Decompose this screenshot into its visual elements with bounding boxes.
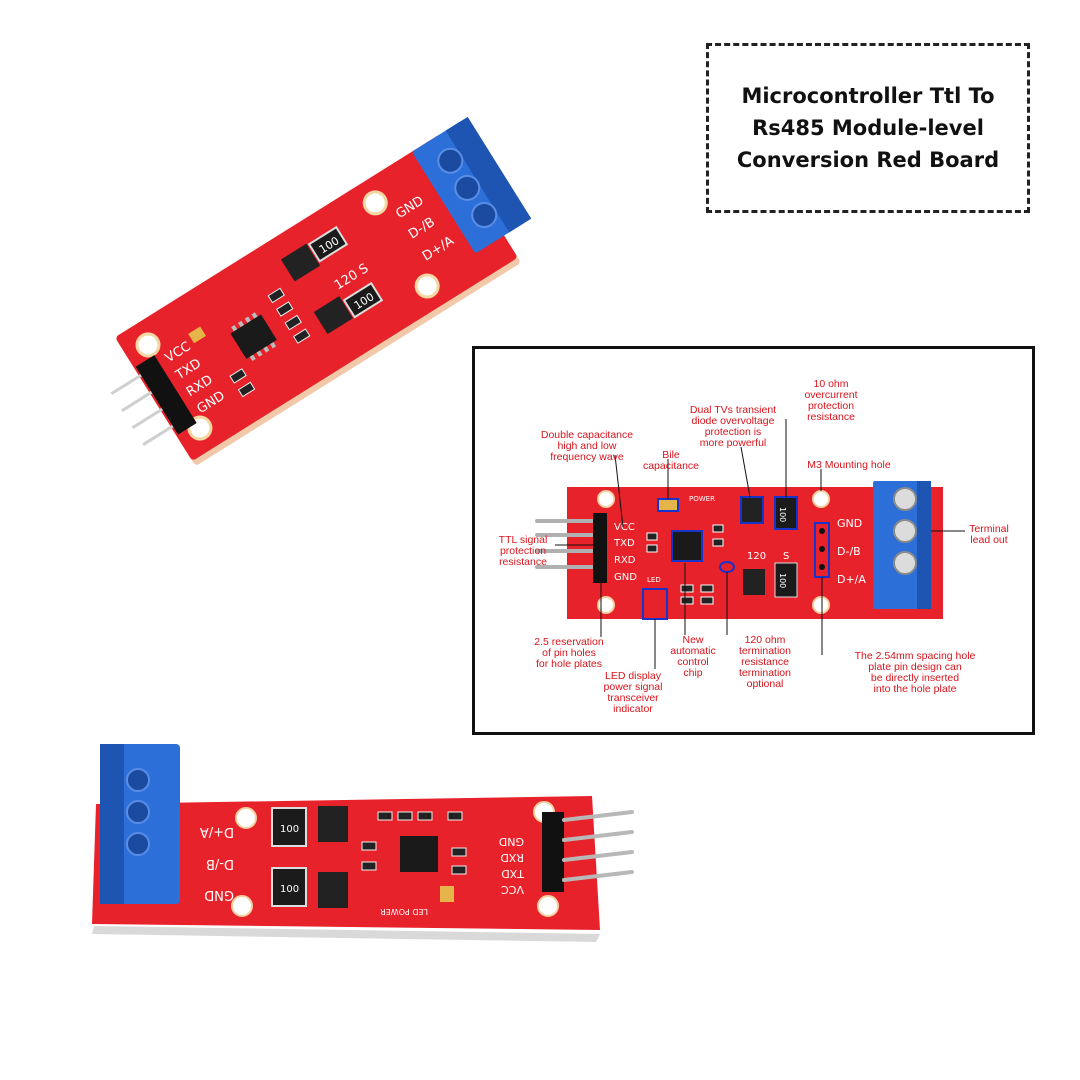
annotation-line: control: [677, 656, 709, 668]
pin-label: RXD: [614, 555, 636, 566]
annotation-line: overcurrent: [804, 389, 857, 401]
annotation-line: Double capacitance: [541, 429, 633, 441]
pin-label: VCC: [614, 522, 635, 533]
annotation-line: more powerful: [700, 437, 767, 449]
title-box: Microcontroller Ttl To Rs485 Module-leve…: [706, 43, 1030, 213]
pin-label: GND: [195, 388, 228, 417]
annotation-line: high and low: [558, 440, 617, 452]
silk-120: 120: [747, 551, 766, 562]
pin-label: TXD: [613, 538, 635, 549]
silk-led-power: LED POWER: [380, 907, 428, 916]
annotation-line: of pin holes: [542, 647, 596, 659]
pin-label: GND: [614, 572, 637, 583]
annotation-line: for hole plates: [536, 658, 602, 670]
annotation-line: resistance: [499, 556, 547, 568]
diagram-svg: VCC TXD RXD GND POWER LED 100 100 120 S: [499, 378, 1009, 715]
silk-s: S: [783, 551, 789, 562]
annotation-line: 2.5 reservation: [534, 636, 604, 648]
product-title: Microcontroller Ttl To Rs485 Module-leve…: [736, 84, 1000, 172]
pin-label: TXD: [501, 867, 525, 880]
annotation-line: power signal: [604, 681, 663, 693]
annotation-line: 10 ohm: [813, 378, 848, 390]
resistor-label: 100: [352, 290, 377, 312]
resistor-label: 100: [317, 234, 342, 256]
annotation-line: protection: [808, 400, 854, 412]
terminal-label: D+/A: [837, 573, 866, 586]
annotation-line: New: [682, 634, 703, 646]
terminal-label: GND: [393, 193, 426, 222]
terminal-label: GND: [204, 887, 234, 902]
annotation-line: automatic: [670, 645, 716, 657]
resistor-label: 100: [280, 824, 299, 835]
annotation-line: frequency wave: [550, 451, 624, 463]
annotation-line: Terminal: [969, 523, 1009, 535]
terminal-label: D+/A: [200, 824, 234, 839]
annotation-line: resistance: [807, 411, 855, 423]
terminal-label: D+/A: [420, 234, 457, 265]
label-120: 120 S: [332, 261, 371, 293]
annotation-line: M3 Mounting hole: [807, 459, 891, 471]
resistor-label: 100: [280, 884, 299, 895]
annotation-line: protection: [500, 545, 546, 557]
annotation-line: capacitance: [643, 460, 699, 472]
terminal-label: D-/B: [837, 545, 861, 558]
annotation-line: TTL signal: [499, 534, 548, 546]
silk-power: POWER: [689, 495, 715, 503]
terminal-label: D-/B: [206, 856, 234, 871]
annotation-line: lead out: [970, 534, 1007, 546]
pcb-board: [92, 796, 600, 930]
pin-label: GND: [499, 835, 524, 848]
annotation-line: indicator: [613, 703, 653, 715]
annotation-line: chip: [683, 667, 702, 679]
annotation-line: Dual TVs transient: [690, 404, 776, 416]
annotation-line: The 2.54mm spacing hole: [855, 650, 976, 662]
annotation-line: 120 ohm: [745, 634, 786, 646]
annotation-line: be directly inserted: [871, 672, 959, 684]
pin-label: RXD: [500, 851, 524, 864]
pin-label: RXD: [184, 373, 216, 401]
annotation-line: termination: [739, 645, 791, 657]
resistor-label: 100: [778, 507, 787, 522]
annotation-line: LED display: [605, 670, 662, 682]
annotated-diagram: VCC TXD RXD GND POWER LED 100 100 120 S: [472, 346, 1035, 735]
pin-label: VCC: [163, 339, 194, 366]
resistor-label: 100: [778, 573, 787, 588]
annotation-line: diode overvoltage: [692, 415, 775, 427]
annotation-line: termination: [739, 667, 791, 679]
silk-led: LED: [647, 576, 661, 584]
annotation-line: protection is: [705, 426, 762, 438]
annotation-line: Bile: [662, 449, 680, 461]
terminal-label: D-/B: [406, 215, 438, 243]
pin-label: TXD: [172, 356, 204, 383]
annotation-line: plate pin design can: [868, 661, 962, 673]
annotation-line: transceiver: [607, 692, 659, 704]
pcb-board: [116, 135, 517, 460]
annotation-line: into the hole plate: [874, 683, 957, 695]
terminal-label: GND: [837, 517, 862, 530]
annotation-line: optional: [747, 678, 784, 690]
pin-label: VCC: [501, 883, 524, 896]
annotation-line: resistance: [741, 656, 789, 668]
